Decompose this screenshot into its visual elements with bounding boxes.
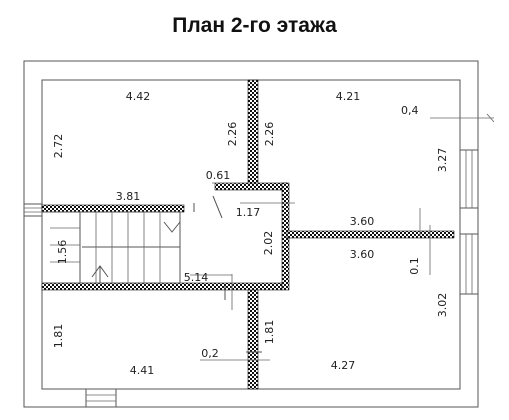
dim-stair-height: 1.56 [56,240,69,265]
dimension-lines [190,113,495,361]
dim-partition-top-height-left: 2.26 [226,122,239,147]
dim-wall-gap-right: 0,4 [401,104,419,117]
window-right-top [459,149,479,209]
dim-partition-thickness: 0.1 [408,257,421,275]
window-left [23,203,43,217]
window-right-bottom [459,233,479,295]
dim-bottom-left-width: 4.41 [130,364,155,377]
dim-hall-height: 2.02 [262,231,275,256]
plan-title: План 2-го этажа [172,14,337,37]
dim-hall-width: 1.17 [236,206,261,219]
dim-left-top-height: 2.72 [52,134,65,159]
dim-top-right-width: 4.21 [336,90,361,103]
window-bottom [85,388,117,408]
dim-left-bottom-height: 1.81 [52,324,65,349]
dim-bottom-right-width: 4.27 [331,359,356,372]
dim-right-partition-width-bottom: 3.60 [350,248,375,261]
dim-stair-room-width: 3.81 [116,190,141,203]
dim-right-partition-width-top: 3.60 [350,215,375,228]
dim-lower-hall-width: 5.14 [184,271,209,284]
dim-partition-top-height-right: 2.26 [263,122,276,147]
dim-right-bottom-height: 3.02 [436,293,449,318]
dim-hall-top-width: 0.61 [206,169,231,182]
dim-top-left-width: 4.42 [126,90,151,103]
partitions [41,79,455,390]
dim-right-top-height: 3.27 [436,148,449,173]
door-openings [193,195,431,353]
dim-door-gap: 0,2 [201,347,219,360]
dim-partition-bottom-height: 1.81 [263,320,276,345]
staircase [41,211,181,284]
